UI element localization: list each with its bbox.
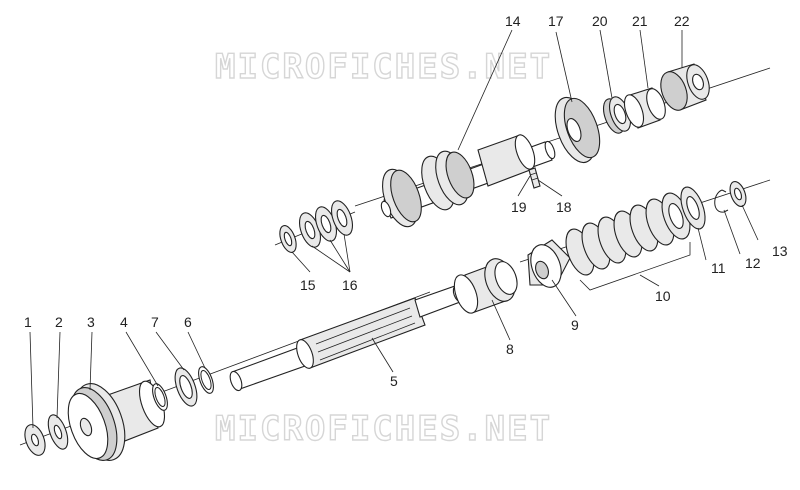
part-plunger-9 [527,239,571,288]
callout-22: 22 [674,13,690,29]
callout-8: 8 [506,341,514,357]
part-washers-16 [298,200,354,248]
part-lock-washer-2 [47,414,69,450]
watermark-top: MICROFICHES.NET [215,47,552,87]
leader-lines [29,29,759,429]
callout-19: 19 [511,199,527,215]
callout-16: 16 [342,277,358,293]
callout-1: 1 [24,314,32,330]
part-washer-1 [24,424,46,456]
part-spring-10 [565,192,691,276]
part-circlip-6 [198,366,214,394]
part-pin-19-spring-18 [528,167,541,189]
part-circlip-12 [714,189,729,213]
part-gear-3 [67,379,166,461]
part-oring-4 [152,383,168,411]
part-mainshaft-5 [229,285,464,392]
callout-12: 12 [745,255,761,271]
callout-17: 17 [548,13,564,29]
callout-2: 2 [55,314,63,330]
callout-9: 9 [571,317,579,333]
part-washer-13 [729,181,747,207]
callout-3: 3 [87,314,95,330]
part-washer-11 [680,186,706,230]
part-layshaft-14 [380,134,556,228]
callout-5: 5 [390,373,398,389]
part-washer-7 [174,367,198,407]
part-gear-17 [554,96,601,164]
callout-13: 13 [772,243,788,259]
part-washer-15 [279,225,297,253]
callout-7: 7 [151,314,159,330]
callout-4: 4 [120,314,128,330]
callout-6: 6 [184,314,192,330]
callout-18: 18 [556,199,572,215]
callout-15: 15 [300,277,316,293]
watermark-bottom: MICROFICHES.NET [215,409,552,449]
callout-11: 11 [711,260,726,276]
callout-20: 20 [592,13,608,29]
part-gear-8 [453,258,518,314]
part-bushing-21 [623,87,666,129]
callout-14: 14 [505,13,521,29]
callout-21: 21 [632,13,648,29]
callout-numbers: 1 2 3 4 5 6 7 8 9 10 11 12 13 14 15 16 1… [24,13,788,389]
callout-10: 10 [655,288,671,304]
part-hub-22 [660,63,710,111]
